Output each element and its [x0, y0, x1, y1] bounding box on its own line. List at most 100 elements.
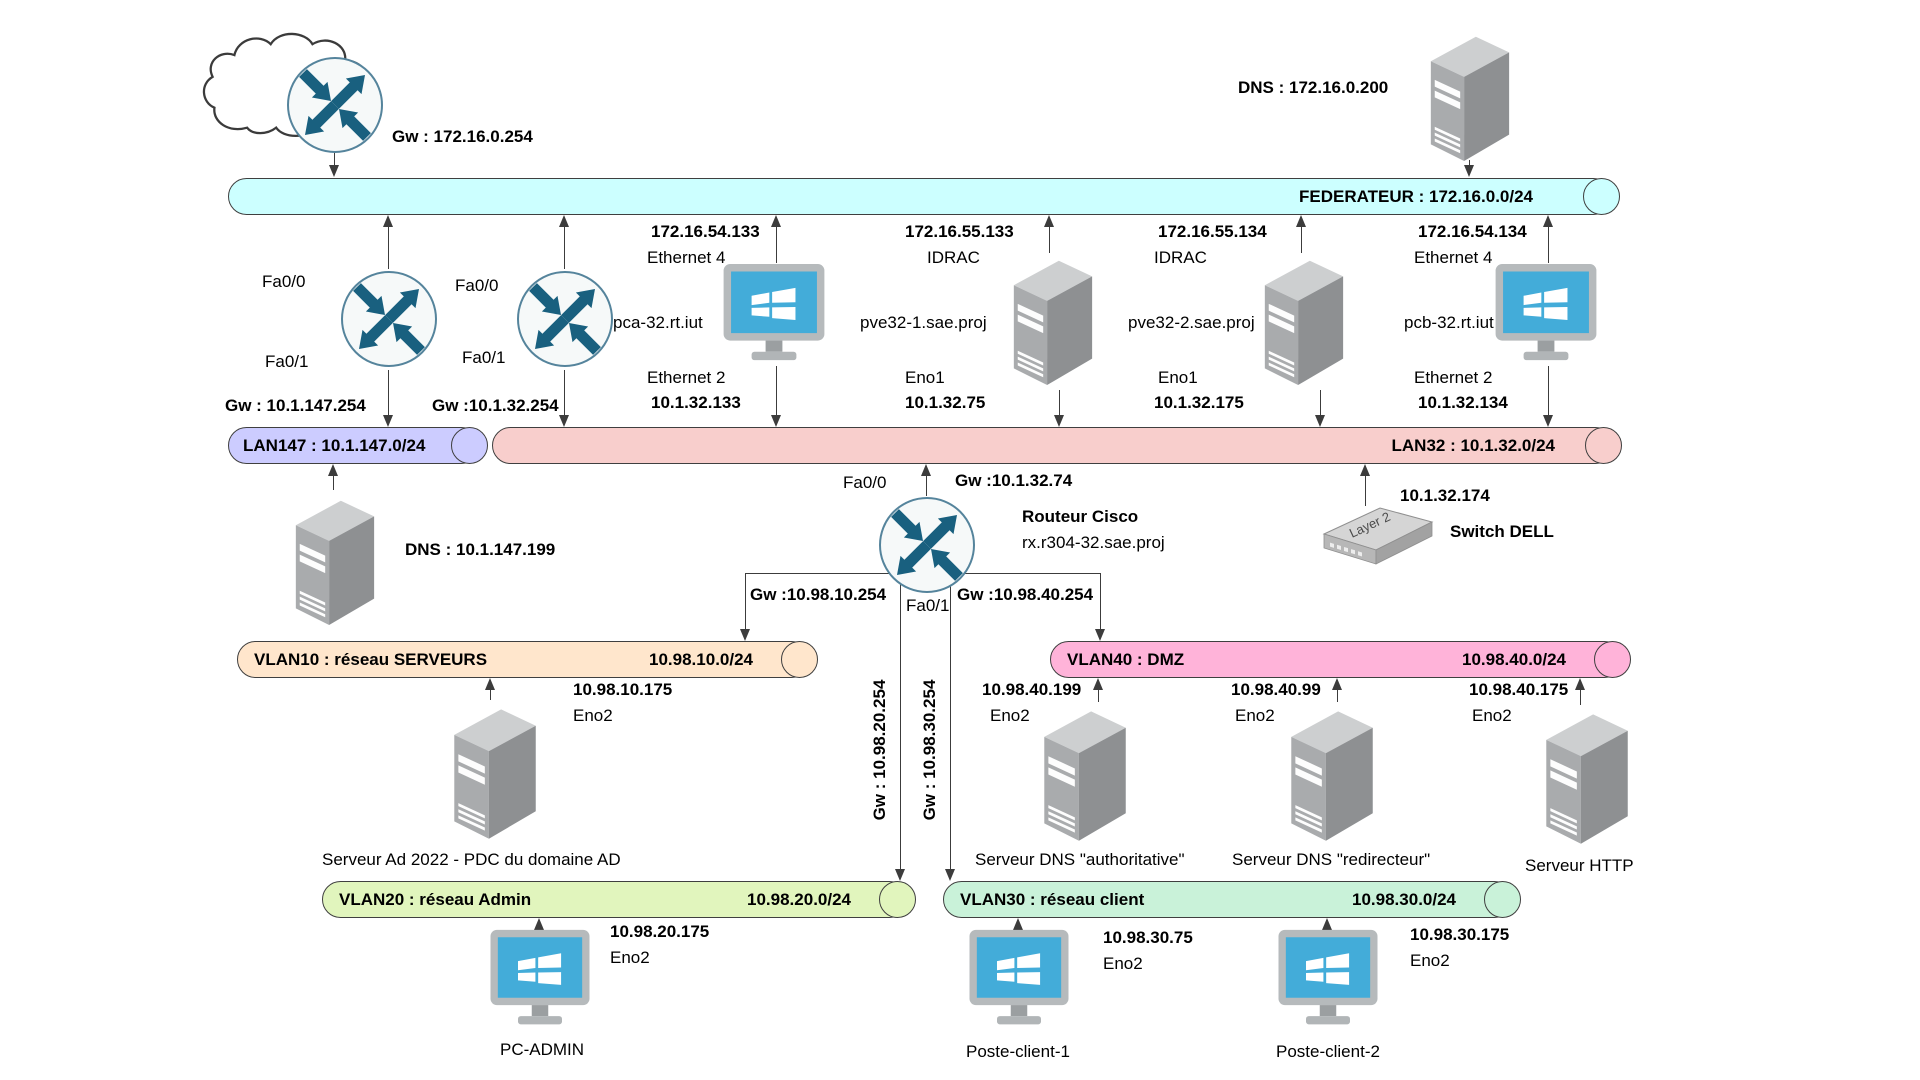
pcb-ip-bottom-label: 10.1.32.134 — [1418, 393, 1508, 412]
bus-end-cap — [1585, 426, 1622, 464]
connector — [564, 225, 565, 269]
arrow-up-icon — [485, 678, 495, 690]
dns-auth-server-icon — [1028, 700, 1140, 843]
connector — [388, 225, 389, 269]
arrow-up-icon — [1093, 678, 1103, 690]
pcb-port-bottom-label: Ethernet 2 — [1414, 368, 1493, 387]
connector — [1548, 225, 1549, 263]
bus-federateur: FEDERATEUR : 172.16.0.0/24 — [228, 177, 1620, 215]
internet-gw-label: Gw : 172.16.0.254 — [392, 127, 533, 146]
pve1-ip-bottom-label: 10.1.32.75 — [905, 393, 986, 412]
cisco-router-icon — [877, 495, 977, 595]
router-b-icon — [515, 269, 615, 369]
connector — [926, 476, 927, 496]
cisco-title-label: Routeur Cisco — [1022, 507, 1139, 526]
connector — [1469, 160, 1470, 168]
bus-end-cap — [451, 426, 488, 464]
bus-vlan40-subnet: 10.98.40.0/24 — [1462, 649, 1566, 669]
arrow-up-icon — [534, 918, 544, 930]
arrow-down-icon — [1095, 629, 1105, 641]
pca-name-label: pca-32.rt.iut — [613, 313, 703, 332]
pve1-ip-top-label: 172.16.55.133 — [905, 222, 1014, 241]
connector — [1337, 688, 1338, 702]
pc-admin-monitor-icon — [485, 928, 595, 1029]
pve2-server-icon — [1249, 250, 1357, 387]
connector — [900, 575, 901, 870]
ad-ip-label: 10.98.10.175 — [573, 680, 673, 699]
connector — [1548, 366, 1549, 416]
bus-vlan40: VLAN40 : DMZ 10.98.40.0/24 — [1050, 640, 1631, 678]
client1-monitor-icon — [964, 928, 1074, 1029]
client1-caption: Poste-client-1 — [966, 1042, 1070, 1061]
pve1-port-top-label: IDRAC — [927, 248, 980, 267]
ad-caption: Serveur Ad 2022 - PDC du domaine AD — [322, 850, 621, 869]
arrow-down-icon — [1315, 415, 1325, 427]
connector — [1059, 390, 1060, 416]
arrow-down-icon — [383, 415, 393, 427]
pcb-port-top-label: Ethernet 4 — [1414, 248, 1493, 267]
connector — [334, 147, 335, 167]
arrow-up-icon — [383, 215, 393, 227]
ad-server-icon — [438, 698, 550, 841]
bus-vlan20-label: VLAN20 : réseau Admin — [339, 889, 532, 909]
switch-dell-icon: Layer 2 — [1322, 507, 1434, 565]
pve2-name-label: pve32-2.sae.proj — [1128, 313, 1255, 332]
dns-auth-port-label: Eno2 — [990, 706, 1030, 725]
cisco-gw-vlan40-label: Gw :10.98.40.254 — [957, 585, 1094, 604]
bus-vlan10: VLAN10 : réseau SERVEURS 10.98.10.0/24 — [237, 640, 818, 678]
pcb-monitor-icon — [1490, 262, 1602, 365]
connector — [388, 370, 389, 416]
cisco-gw-vlan30-label: Gw : 10.98.30.254 — [920, 679, 939, 821]
connector — [1098, 688, 1099, 702]
bus-lan147: LAN147 : 10.1.147.0/24 — [228, 426, 488, 464]
arrow-up-icon — [559, 215, 569, 227]
bus-end-cap — [1594, 640, 1631, 678]
bus-end-cap — [879, 880, 916, 918]
connector — [745, 573, 746, 630]
router-b-gw-label: Gw :10.1.32.254 — [432, 396, 559, 415]
cisco-fa01-label: Fa0/1 — [906, 596, 950, 615]
pve2-ip-top-label: 172.16.55.134 — [1158, 222, 1267, 241]
bus-vlan10-label: VLAN10 : réseau SERVEURS — [254, 649, 488, 669]
arrow-down-icon — [1543, 415, 1553, 427]
pve1-server-icon — [998, 250, 1106, 387]
pve2-port-top-label: IDRAC — [1154, 248, 1207, 267]
connector — [776, 366, 777, 416]
router-b-fa01-label: Fa0/1 — [462, 348, 506, 367]
connector — [1320, 390, 1321, 416]
arrow-down-icon — [329, 165, 339, 177]
bus-vlan20-subnet: 10.98.20.0/24 — [747, 889, 851, 909]
pve1-name-label: pve32-1.sae.proj — [860, 313, 987, 332]
pca-monitor-icon — [718, 262, 830, 365]
pc-admin-port-label: Eno2 — [610, 948, 650, 967]
dns-auth-caption: Serveur DNS "authoritative" — [975, 850, 1185, 869]
arrow-up-icon — [1013, 918, 1023, 930]
dns-redir-caption: Serveur DNS "redirecteur" — [1232, 850, 1431, 869]
arrow-up-icon — [1332, 678, 1342, 690]
pca-ip-top-label: 172.16.54.133 — [651, 222, 760, 241]
connector — [490, 688, 491, 700]
pc-admin-ip-label: 10.98.20.175 — [610, 922, 710, 941]
connector — [1580, 688, 1581, 705]
bus-vlan20: VLAN20 : réseau Admin 10.98.20.0/24 — [322, 880, 916, 918]
router-a-fa00-label: Fa0/0 — [262, 272, 306, 291]
arrow-up-icon — [1296, 215, 1306, 227]
pcb-name-label: pcb-32.rt.iut — [1404, 313, 1494, 332]
http-ip-label: 10.98.40.175 — [1469, 680, 1569, 699]
router-a-icon — [339, 269, 439, 369]
pve2-port-bottom-label: Eno1 — [1158, 368, 1198, 387]
pve1-port-bottom-label: Eno1 — [905, 368, 945, 387]
cisco-fa00-label: Fa0/0 — [843, 473, 887, 492]
switch-dell-ip-label: 10.1.32.174 — [1400, 486, 1490, 505]
dns-top-server-icon — [1415, 26, 1523, 163]
client1-ip-label: 10.98.30.75 — [1103, 928, 1193, 947]
bus-vlan30: VLAN30 : réseau client 10.98.30.0/24 — [943, 880, 1521, 918]
http-caption: Serveur HTTP — [1525, 856, 1634, 875]
dns-redir-port-label: Eno2 — [1235, 706, 1275, 725]
bus-end-cap — [781, 640, 818, 678]
arrow-up-icon — [921, 464, 931, 476]
http-port-label: Eno2 — [1472, 706, 1512, 725]
bus-end-cap — [1484, 880, 1521, 918]
pve2-ip-bottom-label: 10.1.32.175 — [1154, 393, 1244, 412]
